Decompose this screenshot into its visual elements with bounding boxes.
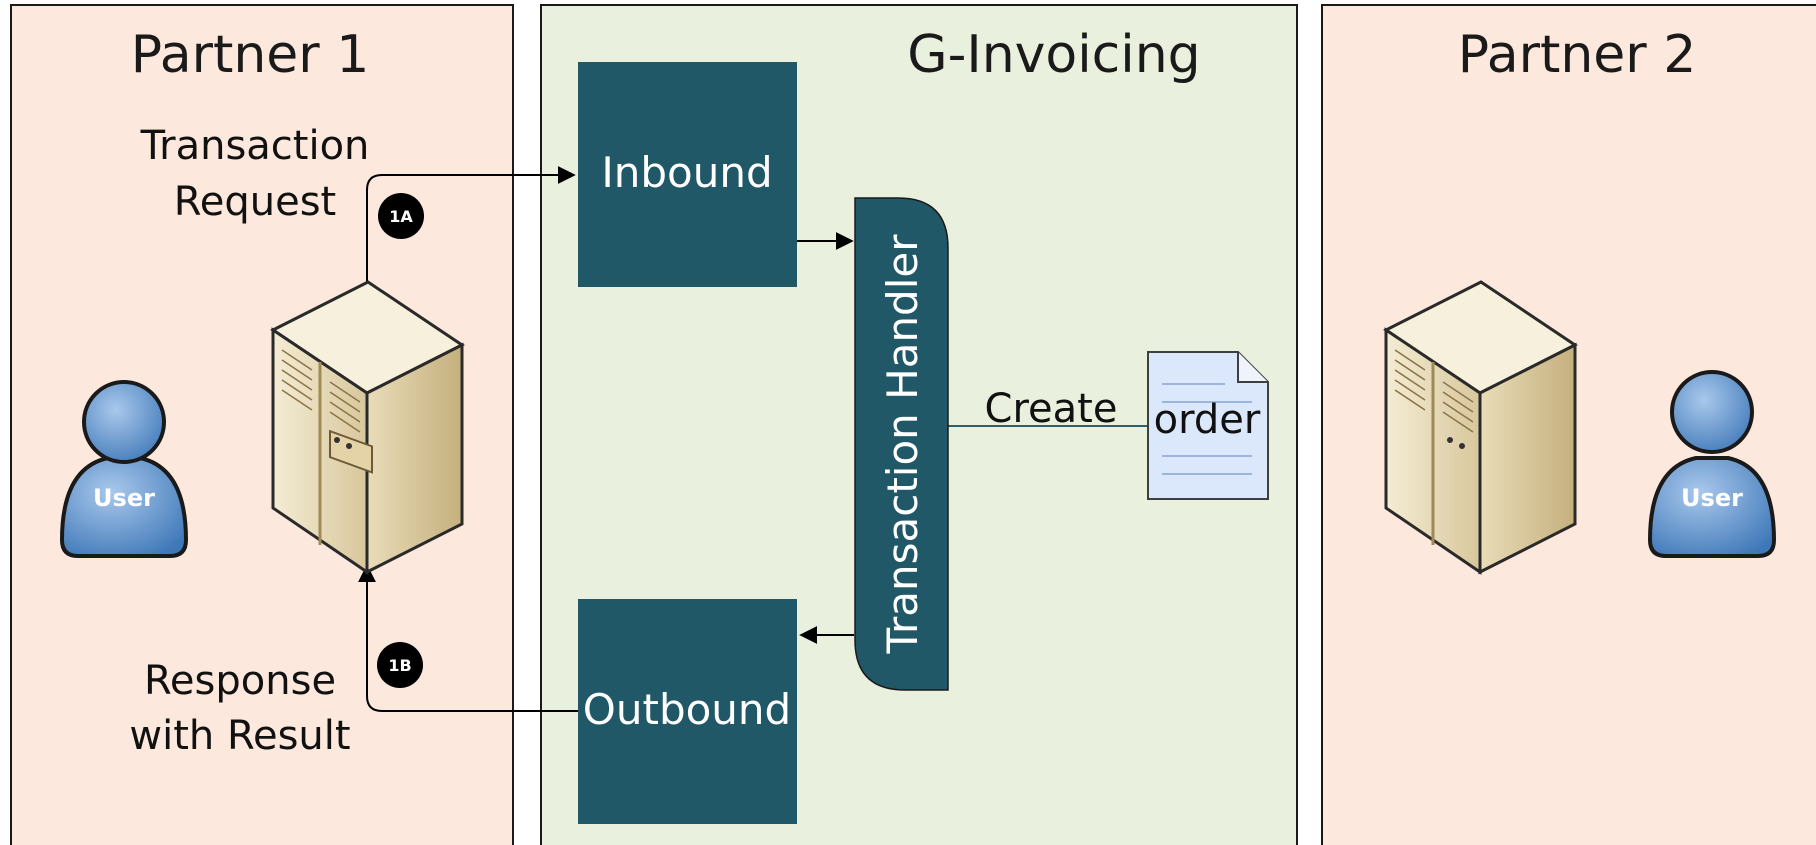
- svg-text:1B: 1B: [388, 656, 411, 675]
- transaction-request-label-line1: Transaction: [140, 123, 370, 169]
- partner1-server-icon: [270, 280, 465, 575]
- order-label: order: [1154, 397, 1261, 443]
- response-connector: [358, 564, 578, 712]
- inbound-label: Inbound: [601, 148, 772, 197]
- document-lines-icon: [1162, 383, 1252, 475]
- partner2-user-label: User: [1681, 484, 1743, 512]
- step-badge-1a: 1A: [378, 193, 424, 239]
- transaction-handler: Transaction Handler: [854, 197, 949, 691]
- partner1-user-icon: User: [59, 380, 189, 558]
- outbound-label: Outbound: [583, 685, 791, 734]
- transaction-handler-label: Transaction Handler: [878, 234, 927, 655]
- response-label-line1: Response: [144, 658, 336, 704]
- partner1-title: Partner 1: [131, 25, 370, 85]
- ginvoicing-title: G-Invoicing: [907, 25, 1200, 85]
- svg-text:1A: 1A: [389, 207, 413, 226]
- request-connector: [366, 166, 576, 290]
- transaction-request-label-line2: Request: [174, 179, 336, 225]
- inbound-box: Inbound: [578, 62, 797, 287]
- partner2-server-icon: [1383, 280, 1578, 575]
- order-document: order: [1147, 351, 1269, 500]
- outbound-box: Outbound: [578, 599, 797, 824]
- partner2-user-icon: User: [1647, 370, 1777, 558]
- step-badge-1b: 1B: [377, 642, 423, 688]
- create-label: Create: [985, 386, 1118, 432]
- partner2-title: Partner 2: [1458, 25, 1697, 85]
- partner1-user-label: User: [93, 484, 155, 512]
- response-label-line2: with Result: [129, 713, 350, 759]
